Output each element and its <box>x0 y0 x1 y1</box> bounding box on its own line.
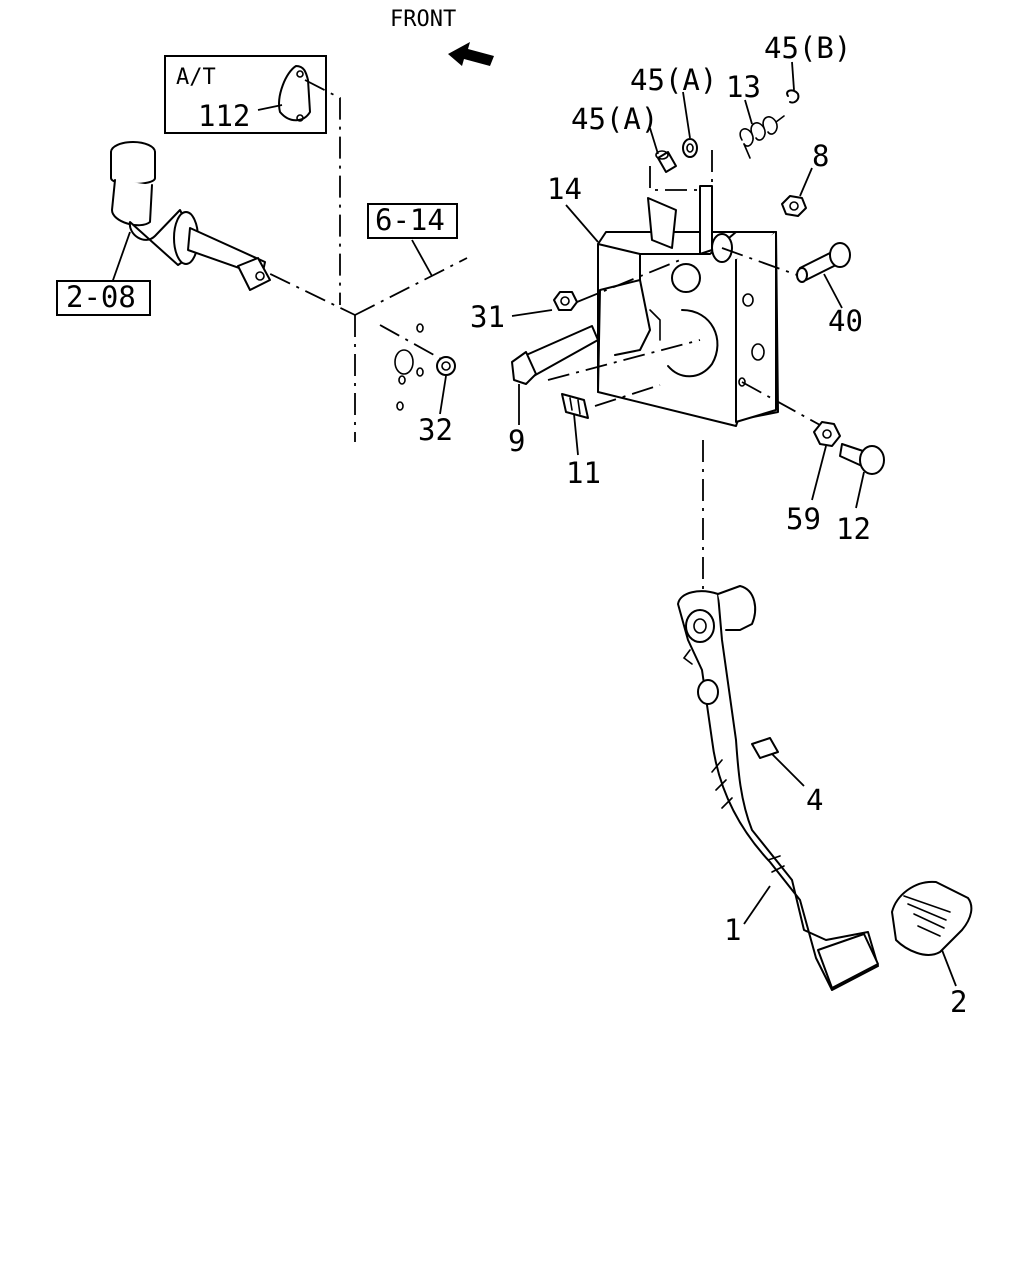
clip-11 <box>561 393 589 419</box>
front-arrow-icon <box>448 42 494 66</box>
callout-31: 31 <box>470 300 505 334</box>
reference-6-14[interactable]: 6-14 <box>367 203 458 239</box>
firewall-holes <box>394 323 424 411</box>
spring-13 <box>739 115 785 159</box>
clutch-pedal-arm <box>677 585 879 991</box>
nut-59 <box>813 421 841 447</box>
bolt-12 <box>839 443 885 475</box>
callout-2: 2 <box>950 985 967 1019</box>
reference-2-08[interactable]: 2-08 <box>56 280 151 316</box>
pedal-bracket <box>597 185 779 427</box>
nut-8 <box>781 195 807 217</box>
reference-2-08-label: 2-08 <box>66 280 136 314</box>
master-cylinder <box>110 141 271 291</box>
callout-12: 12 <box>836 512 871 546</box>
callout-59: 59 <box>786 502 821 536</box>
callout-14: 14 <box>547 172 582 206</box>
front-indicator: FRONT <box>390 7 494 66</box>
front-label: FRONT <box>390 7 456 32</box>
callout-1: 1 <box>724 913 741 947</box>
bolt-9 <box>511 325 599 385</box>
callout-45b: 45(B) <box>764 31 851 65</box>
bushing-45a <box>655 150 677 173</box>
callout-4: 4 <box>806 783 823 817</box>
callout-13: 13 <box>726 70 761 104</box>
callout-9: 9 <box>508 424 525 458</box>
pedal-pad-2 <box>891 880 973 956</box>
callout-45a-lower: 45(A) <box>571 102 658 136</box>
callout-45a-upper: 45(A) <box>630 63 717 97</box>
bolt-40 <box>796 242 851 283</box>
stopper-4 <box>751 737 779 759</box>
callout-32: 32 <box>418 413 453 447</box>
clip-45b <box>786 89 800 104</box>
bushing-45a-2 <box>682 138 698 158</box>
nut-31 <box>553 291 578 311</box>
callout-112: 112 <box>198 99 250 133</box>
callout-40: 40 <box>828 304 863 338</box>
callout-8: 8 <box>812 139 829 173</box>
reference-6-14-label: 6-14 <box>375 203 445 237</box>
callout-11: 11 <box>566 456 601 490</box>
nut-32 <box>436 356 456 376</box>
at-inset-label: A/T <box>176 65 216 90</box>
at-inset: A/T 112 <box>164 55 327 134</box>
